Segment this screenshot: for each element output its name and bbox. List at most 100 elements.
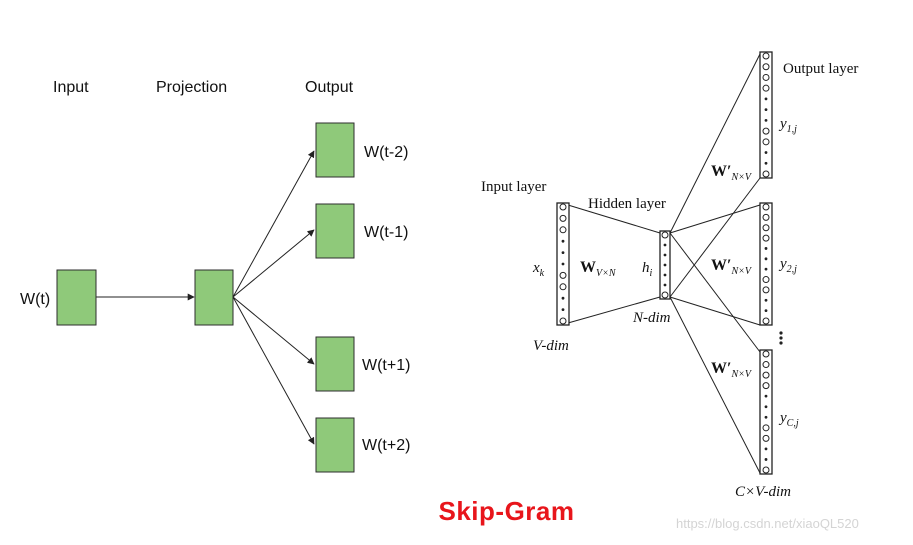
neuron-ellipsis-dot bbox=[764, 447, 768, 451]
output-vector-2 bbox=[759, 202, 773, 326]
ellipsis-dot-2 bbox=[779, 336, 783, 340]
cv-dim-label: C×V-dim bbox=[735, 484, 791, 500]
header-output: Output bbox=[305, 79, 354, 96]
header-projection: Projection bbox=[156, 79, 227, 96]
neuron-ellipsis-dot bbox=[764, 257, 768, 261]
n-dim-label: N-dim bbox=[632, 310, 671, 326]
neuron-ellipsis-dot bbox=[764, 405, 768, 409]
left-diagram: Input Projection Output W(t) W(t-2) W(t-… bbox=[20, 79, 410, 473]
conn-in-bottom bbox=[567, 296, 661, 324]
neuron-ellipsis-dot bbox=[764, 298, 768, 302]
neuron-circle bbox=[762, 361, 770, 369]
figure-caption: Skip-Gram bbox=[438, 496, 575, 526]
output-vector-1-frame bbox=[759, 51, 773, 179]
w-out-label-3: W′N×V bbox=[711, 360, 753, 380]
y2j-label: y2,j bbox=[778, 256, 797, 275]
neuron-circle bbox=[762, 213, 770, 221]
neuron-ellipsis-dot bbox=[764, 415, 768, 419]
neuron-circle bbox=[559, 203, 567, 211]
conn-out1-top bbox=[669, 53, 761, 234]
neuron-circle bbox=[559, 214, 567, 222]
neuron-ellipsis-dot bbox=[764, 97, 768, 101]
ellipsis-dot-3 bbox=[779, 341, 783, 345]
neuron-ellipsis-dot bbox=[764, 108, 768, 112]
neuron-circle bbox=[762, 203, 770, 211]
w-out-label-1: W′N×V bbox=[711, 163, 753, 183]
input-vector bbox=[556, 202, 570, 326]
output-label-1: W(t-2) bbox=[364, 144, 408, 161]
output-box-1 bbox=[315, 122, 355, 178]
output-box-3 bbox=[315, 336, 355, 392]
ellipsis-dot-1 bbox=[779, 331, 783, 335]
arrow-to-output-4 bbox=[232, 296, 315, 445]
header-input: Input bbox=[53, 79, 89, 96]
neuron-ellipsis-dot bbox=[663, 243, 667, 247]
neuron-ellipsis-dot bbox=[764, 267, 768, 271]
neuron-circle bbox=[559, 271, 567, 279]
neuron-circle bbox=[762, 434, 770, 442]
arrow-to-output-3 bbox=[232, 296, 315, 365]
neuron-ellipsis-dot bbox=[764, 161, 768, 165]
neuron-ellipsis-dot bbox=[561, 239, 565, 243]
ycj-label: yC,j bbox=[778, 410, 799, 429]
output-box-4 bbox=[315, 417, 355, 473]
neuron-circle bbox=[559, 283, 567, 291]
neuron-circle bbox=[762, 84, 770, 92]
neuron-ellipsis-dot bbox=[561, 308, 565, 311]
input-layer-label: Input layer bbox=[481, 179, 546, 195]
neuron-circle bbox=[762, 382, 770, 390]
neuron-circle bbox=[762, 224, 770, 232]
right-diagram: Input layer Hidden layer Output layer xk… bbox=[481, 51, 858, 500]
neuron-ellipsis-dot bbox=[663, 253, 667, 257]
output-vector-3 bbox=[759, 349, 773, 475]
output-label-4: W(t+2) bbox=[362, 437, 410, 454]
w-out-label-2: W′N×V bbox=[711, 257, 753, 277]
projection-box bbox=[194, 269, 234, 326]
h-i-label: hi bbox=[642, 260, 653, 279]
neuron-ellipsis-dot bbox=[764, 118, 768, 122]
neuron-ellipsis-dot bbox=[663, 283, 667, 287]
v-dim-label: V-dim bbox=[533, 338, 569, 354]
x-k-label: xk bbox=[532, 260, 545, 279]
neuron-circle bbox=[559, 317, 567, 325]
conn-in-top bbox=[567, 204, 661, 234]
neuron-circle bbox=[559, 226, 567, 234]
output-layer-label: Output layer bbox=[783, 61, 858, 77]
neuron-circle bbox=[762, 350, 770, 358]
neuron-circle bbox=[762, 317, 770, 325]
neuron-ellipsis-dot bbox=[764, 394, 768, 398]
neuron-circle bbox=[762, 73, 770, 81]
neuron-circle bbox=[762, 286, 770, 294]
input-label: W(t) bbox=[20, 291, 50, 308]
output-vector-2-frame bbox=[759, 202, 773, 326]
output-vector-1 bbox=[759, 51, 773, 179]
neuron-ellipsis-dot bbox=[561, 296, 565, 300]
conn-out3-bottom bbox=[669, 296, 761, 474]
layer-vectors bbox=[556, 51, 773, 475]
neuron-circle bbox=[762, 170, 770, 178]
output-label-2: W(t-1) bbox=[364, 224, 408, 241]
neuron-circle bbox=[762, 52, 770, 60]
neuron-circle bbox=[762, 234, 770, 242]
conn-out1-bottom bbox=[669, 177, 761, 298]
neuron-circle bbox=[762, 127, 770, 135]
neuron-ellipsis-dot bbox=[663, 273, 667, 277]
neuron-circle bbox=[661, 291, 669, 299]
output-vector-3-frame bbox=[759, 349, 773, 475]
arrow-to-output-1 bbox=[232, 150, 315, 298]
arrow-to-output-2 bbox=[232, 229, 315, 298]
watermark: https://blog.csdn.net/xiaoQL520 bbox=[676, 516, 859, 531]
neuron-circle bbox=[762, 371, 770, 379]
y1j-label: y1,j bbox=[778, 116, 797, 135]
conn-out2-top bbox=[669, 204, 761, 234]
neuron-circle bbox=[762, 276, 770, 284]
neuron-ellipsis-dot bbox=[764, 309, 768, 313]
w-in-label: WV×N bbox=[580, 259, 617, 279]
output-label-3: W(t+1) bbox=[362, 357, 410, 374]
neuron-ellipsis-dot bbox=[561, 262, 565, 266]
neuron-circle bbox=[762, 138, 770, 146]
neuron-ellipsis-dot bbox=[561, 251, 565, 255]
hidden-layer-label: Hidden layer bbox=[588, 196, 666, 212]
neuron-ellipsis-dot bbox=[764, 247, 768, 250]
